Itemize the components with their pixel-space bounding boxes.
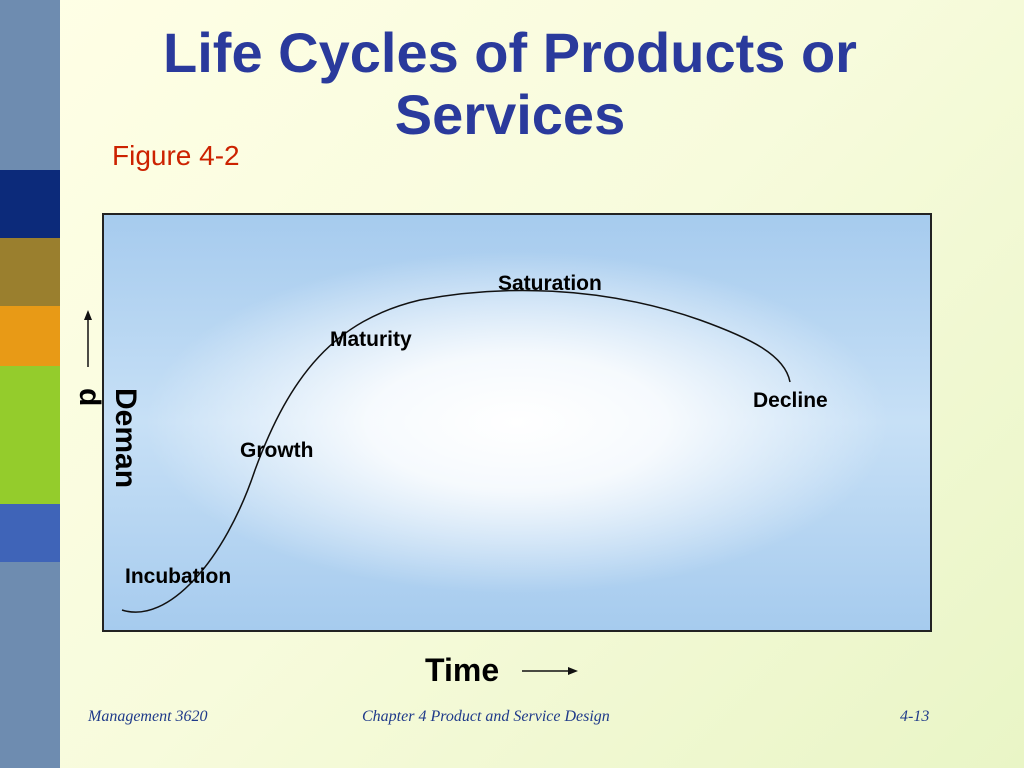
footer-page-number: 4-13 [900,708,930,725]
stage-label-growth: Growth [240,439,314,462]
side-bar-segment [0,306,60,366]
stage-label-decline: Decline [753,389,828,412]
life-cycle-diagram [102,213,932,632]
slide-title-line-1: Life Cycles of Products or [163,21,857,84]
stage-label-saturation: Saturation [498,272,602,295]
y-axis-label: Deman d [73,388,142,489]
side-bar-segment [0,170,60,238]
y-axis-arrowhead [84,310,92,320]
side-bar-segment [0,504,60,562]
side-bar-segment [0,0,60,170]
side-bar-segment [0,366,60,504]
footer-chapter: Chapter 4 Product and Service Design [362,708,610,725]
slide-title-line-2: Services [394,83,626,146]
side-bar-segment [0,562,60,768]
x-axis-label: Time [425,652,500,688]
life-cycle-curve [121,289,791,613]
footer-course: Management 3620 [88,708,208,725]
figure-label: Figure 4-2 [112,140,240,171]
x-axis-arrowhead [568,667,578,675]
stage-label-maturity: Maturity [330,328,412,351]
side-color-bar [0,0,60,768]
slide-title: Life Cycles of Products or Services [70,22,950,146]
side-bar-segment [0,238,60,306]
stage-label-incubation: Incubation [125,565,232,588]
